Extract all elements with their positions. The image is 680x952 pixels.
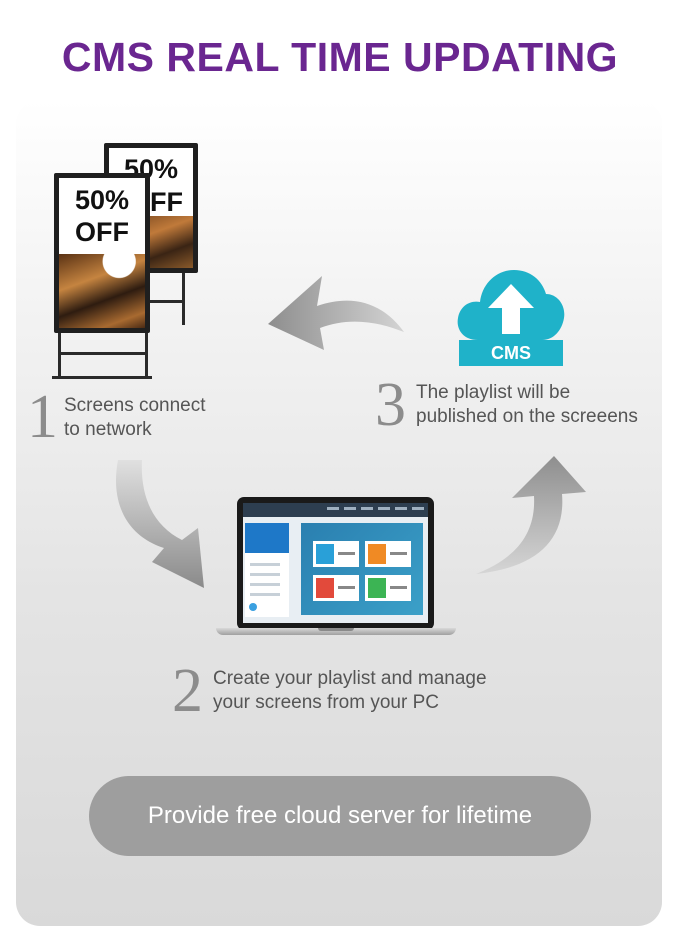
laptop	[237, 497, 434, 630]
arrow-to-screens	[268, 276, 404, 350]
laptop-base	[216, 628, 456, 635]
cloud-upload-icon	[457, 270, 565, 340]
laptop-notch	[318, 628, 354, 631]
step-3-line-2: published on the screeens	[416, 406, 638, 427]
arrow-to-laptop	[115, 460, 204, 588]
cloud-server-banner: Provide free cloud server for lifetime	[89, 776, 591, 856]
step-3-line-1: The playlist will be	[416, 382, 571, 403]
cms-label: CMS	[459, 340, 563, 366]
cms-software-screen	[243, 503, 428, 623]
step-1-line-1: Screens connect	[64, 395, 206, 416]
step-1-number: 1	[27, 383, 58, 451]
step-3-text: The playlist will be published on the sc…	[416, 381, 638, 429]
step-2-text: Create your playlist and manage your scr…	[213, 667, 487, 715]
shoes-image	[59, 254, 145, 328]
step-2-line-2: your screens from your PC	[213, 692, 439, 713]
digital-signage-back: 50% FF	[104, 143, 198, 273]
signage-back-text-2: FF	[150, 187, 183, 217]
page-title: CMS REAL TIME UPDATING	[61, 34, 619, 80]
signage-text-2: OFF	[75, 217, 129, 247]
signage-text-1: 50%	[74, 185, 130, 215]
step-2-line-1: Create your playlist and manage	[213, 668, 487, 689]
step-2-number: 2	[172, 657, 203, 725]
step-1-text: Screens connect to network	[64, 394, 206, 442]
digital-signage-front: 50% OFF	[54, 173, 150, 333]
step-1-line-2: to network	[64, 419, 152, 440]
step-3-number: 3	[375, 371, 406, 439]
arrow-to-cloud	[476, 456, 586, 574]
